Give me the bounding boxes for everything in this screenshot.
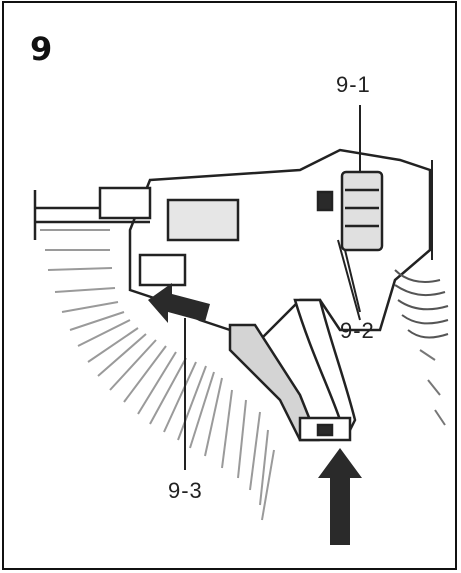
- callout-line-9-2: [344, 249, 361, 313]
- screw-strip-lines: [40, 229, 275, 521]
- lock-lever: [316, 190, 361, 321]
- insertion-direction-arrow: [148, 283, 210, 323]
- depth-adjustment-ring: [340, 105, 384, 252]
- figure-number: 9: [30, 30, 53, 68]
- callout-9-3: 9-3: [168, 478, 203, 503]
- callout-9-2: 9-2: [340, 318, 375, 343]
- callout-9-1: 9-1: [336, 72, 371, 97]
- magazine-guide: [228, 298, 357, 442]
- push-direction-arrow: [318, 448, 362, 545]
- grip-ribs: [394, 160, 449, 426]
